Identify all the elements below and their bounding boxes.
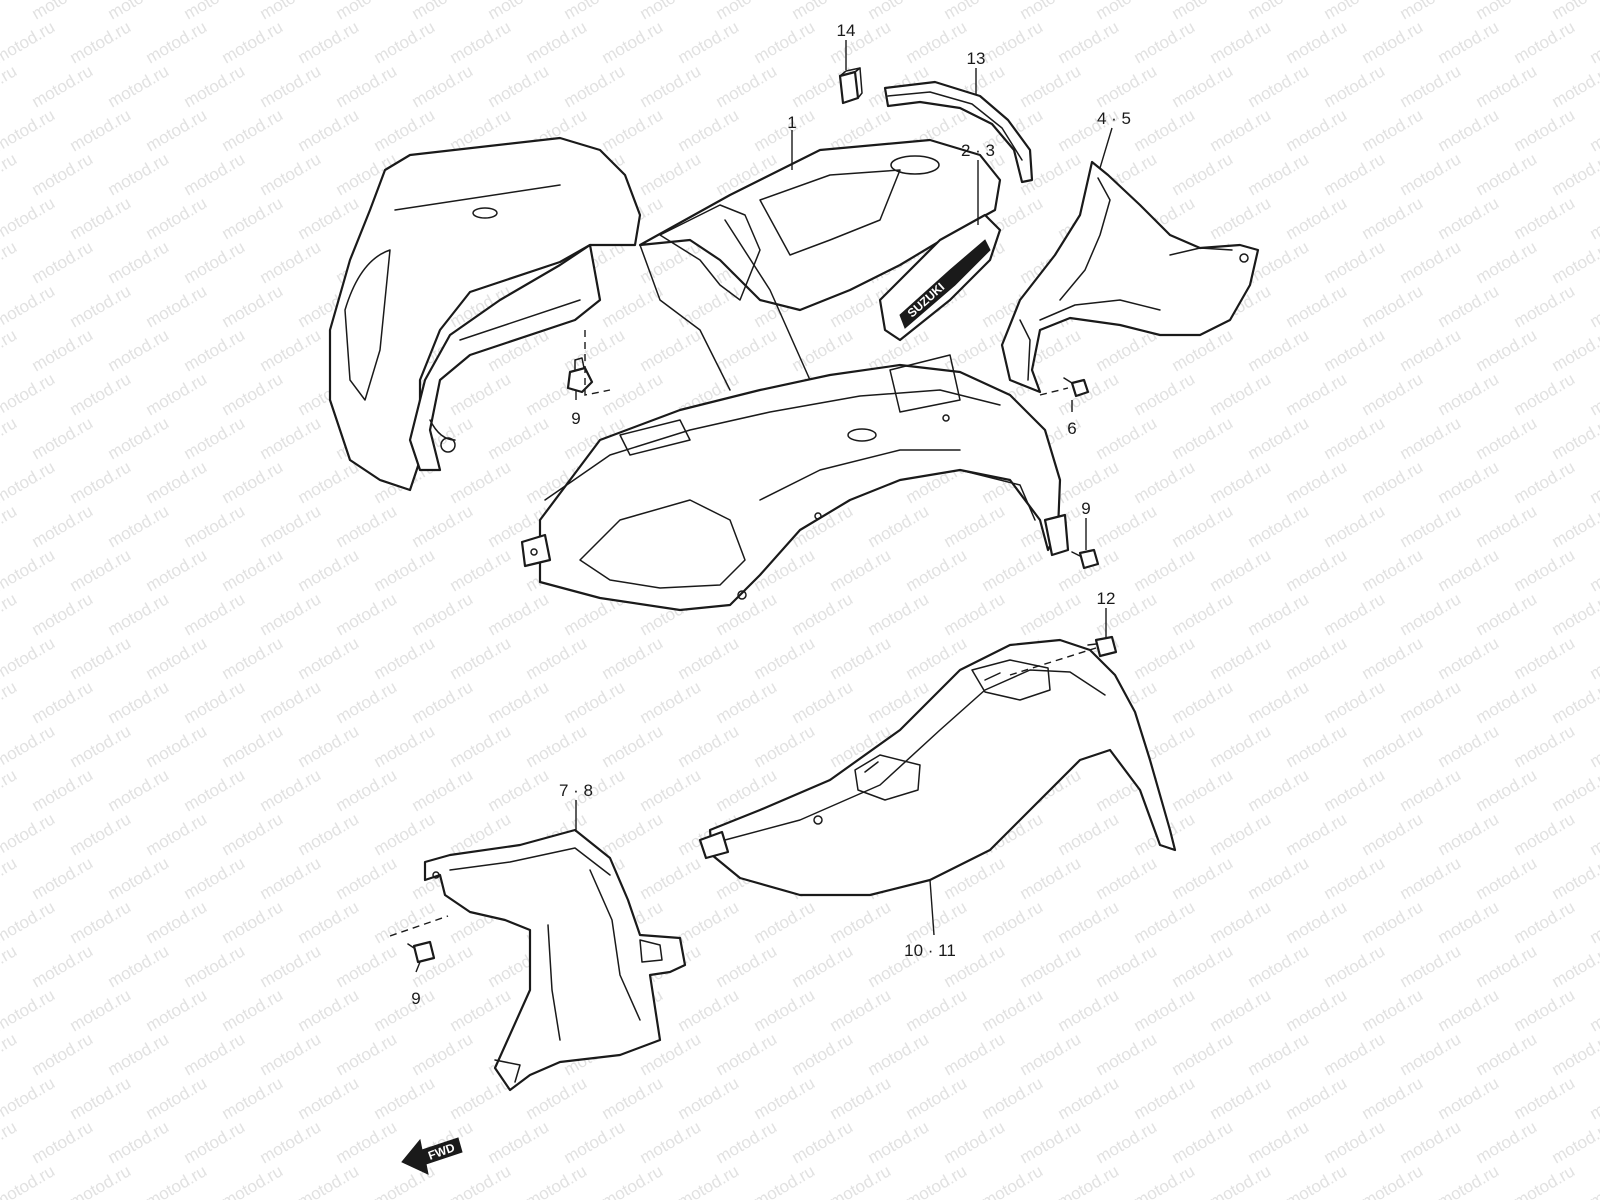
part-7-8-side-guard (423, 828, 687, 1092)
callout-9-lower: 9 (411, 989, 420, 1008)
callout-6: 6 (1067, 419, 1076, 438)
callout-7-8: 7 · 8 (559, 781, 593, 800)
part-4-5-side-panel (1000, 160, 1260, 394)
part-10-11-rear-fender (698, 638, 1177, 897)
callout-13: 13 (967, 49, 986, 68)
part-1-front-fender: SUZUKI (328, 136, 1070, 612)
callout-9-right: 9 (1081, 499, 1090, 518)
callout-12: 12 (1097, 589, 1116, 608)
fastener-9-upper (566, 357, 594, 394)
callout-4-5: 4 · 5 (1097, 109, 1131, 128)
fastener-9-lower (407, 940, 436, 964)
fastener-6 (1063, 377, 1090, 398)
fastener-9-right (1071, 548, 1100, 570)
callout-10-11: 10 · 11 (904, 941, 956, 960)
callout-1: 1 (787, 113, 796, 132)
leader-lines (389, 40, 1113, 973)
callouts: 14 13 1 2 · 3 4 · 5 9 6 9 12 7 · 8 10 · … (411, 21, 1131, 1008)
part-13-strip (883, 80, 1034, 184)
callout-14: 14 (837, 21, 856, 40)
callout-9-upper: 9 (571, 409, 580, 428)
part-14-block (838, 67, 863, 105)
callout-2-3: 2 · 3 (961, 141, 995, 160)
